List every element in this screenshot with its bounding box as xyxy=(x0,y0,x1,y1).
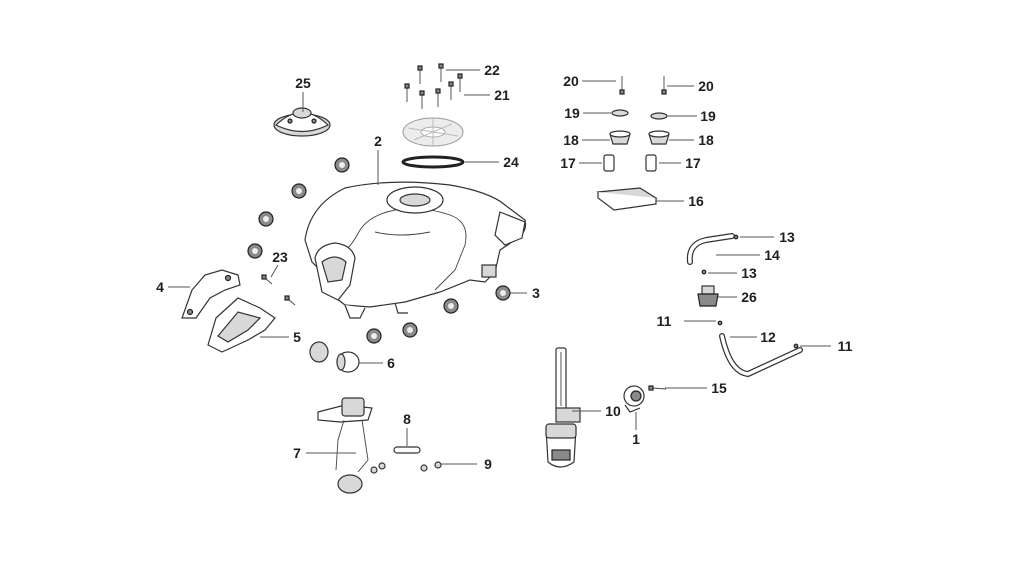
part-sender-gasket xyxy=(393,446,421,454)
callout-6: 6 xyxy=(387,355,395,371)
part-fuel-tank xyxy=(304,181,527,319)
callout-11-right: 11 xyxy=(838,338,853,354)
callout-12: 12 xyxy=(760,329,776,345)
callout-20-right: 20 xyxy=(698,78,714,94)
part-spacers xyxy=(603,154,657,172)
part-mount-rubber xyxy=(596,187,658,211)
part-grommets xyxy=(247,157,511,344)
callout-11-left: 11 xyxy=(657,313,672,329)
callout-13-mid: 13 xyxy=(741,265,757,281)
part-fuel-tap xyxy=(545,347,581,468)
callout-5: 5 xyxy=(293,329,301,345)
callout-22: 22 xyxy=(484,62,500,78)
callout-3: 3 xyxy=(532,285,540,301)
part-gasket xyxy=(401,155,465,169)
part-collars xyxy=(609,130,670,145)
part-check-valve xyxy=(697,285,719,307)
part-nuts xyxy=(370,461,442,474)
callout-15: 15 xyxy=(711,380,727,396)
callout-18-right: 18 xyxy=(698,132,714,148)
callout-10: 10 xyxy=(605,403,621,419)
part-filler-flange xyxy=(402,117,464,147)
callout-14: 14 xyxy=(764,247,780,263)
callout-4: 4 xyxy=(156,279,164,295)
part-bracket xyxy=(181,269,241,319)
callout-17-left: 17 xyxy=(560,155,576,171)
callout-19-right: 19 xyxy=(700,108,716,124)
callout-24: 24 xyxy=(503,154,519,170)
callout-26: 26 xyxy=(741,289,757,305)
callout-23: 23 xyxy=(272,249,288,265)
callout-13-top: 13 xyxy=(779,229,795,245)
callout-25: 25 xyxy=(295,75,311,91)
part-fuel-cock xyxy=(623,385,645,413)
callout-19-left: 19 xyxy=(564,105,580,121)
callout-1: 1 xyxy=(632,431,640,447)
callout-18-left: 18 xyxy=(563,132,579,148)
part-small-screws xyxy=(261,274,296,306)
part-bolts xyxy=(619,76,667,95)
part-upper-hose xyxy=(686,233,739,275)
leader-lines xyxy=(168,69,831,465)
callout-7: 7 xyxy=(293,445,301,461)
callout-9: 9 xyxy=(484,456,492,472)
callout-labels: 1 2 3 4 5 6 7 8 9 10 11 11 12 13 13 14 1… xyxy=(156,62,853,472)
part-washers xyxy=(611,109,668,120)
callout-21: 21 xyxy=(494,87,510,103)
part-fuel-cap xyxy=(273,107,331,137)
part-lower-hose xyxy=(717,320,803,378)
part-fuel-level-sender xyxy=(317,397,373,494)
part-valve-screw xyxy=(648,385,667,391)
callout-17-right: 17 xyxy=(685,155,701,171)
callout-8: 8 xyxy=(403,411,411,427)
callout-2: 2 xyxy=(374,133,382,149)
part-cap-screws xyxy=(404,63,463,109)
part-bushings xyxy=(309,341,360,373)
callout-20-left: 20 xyxy=(563,73,579,89)
callout-16: 16 xyxy=(688,193,704,209)
part-side-cover xyxy=(207,297,276,353)
